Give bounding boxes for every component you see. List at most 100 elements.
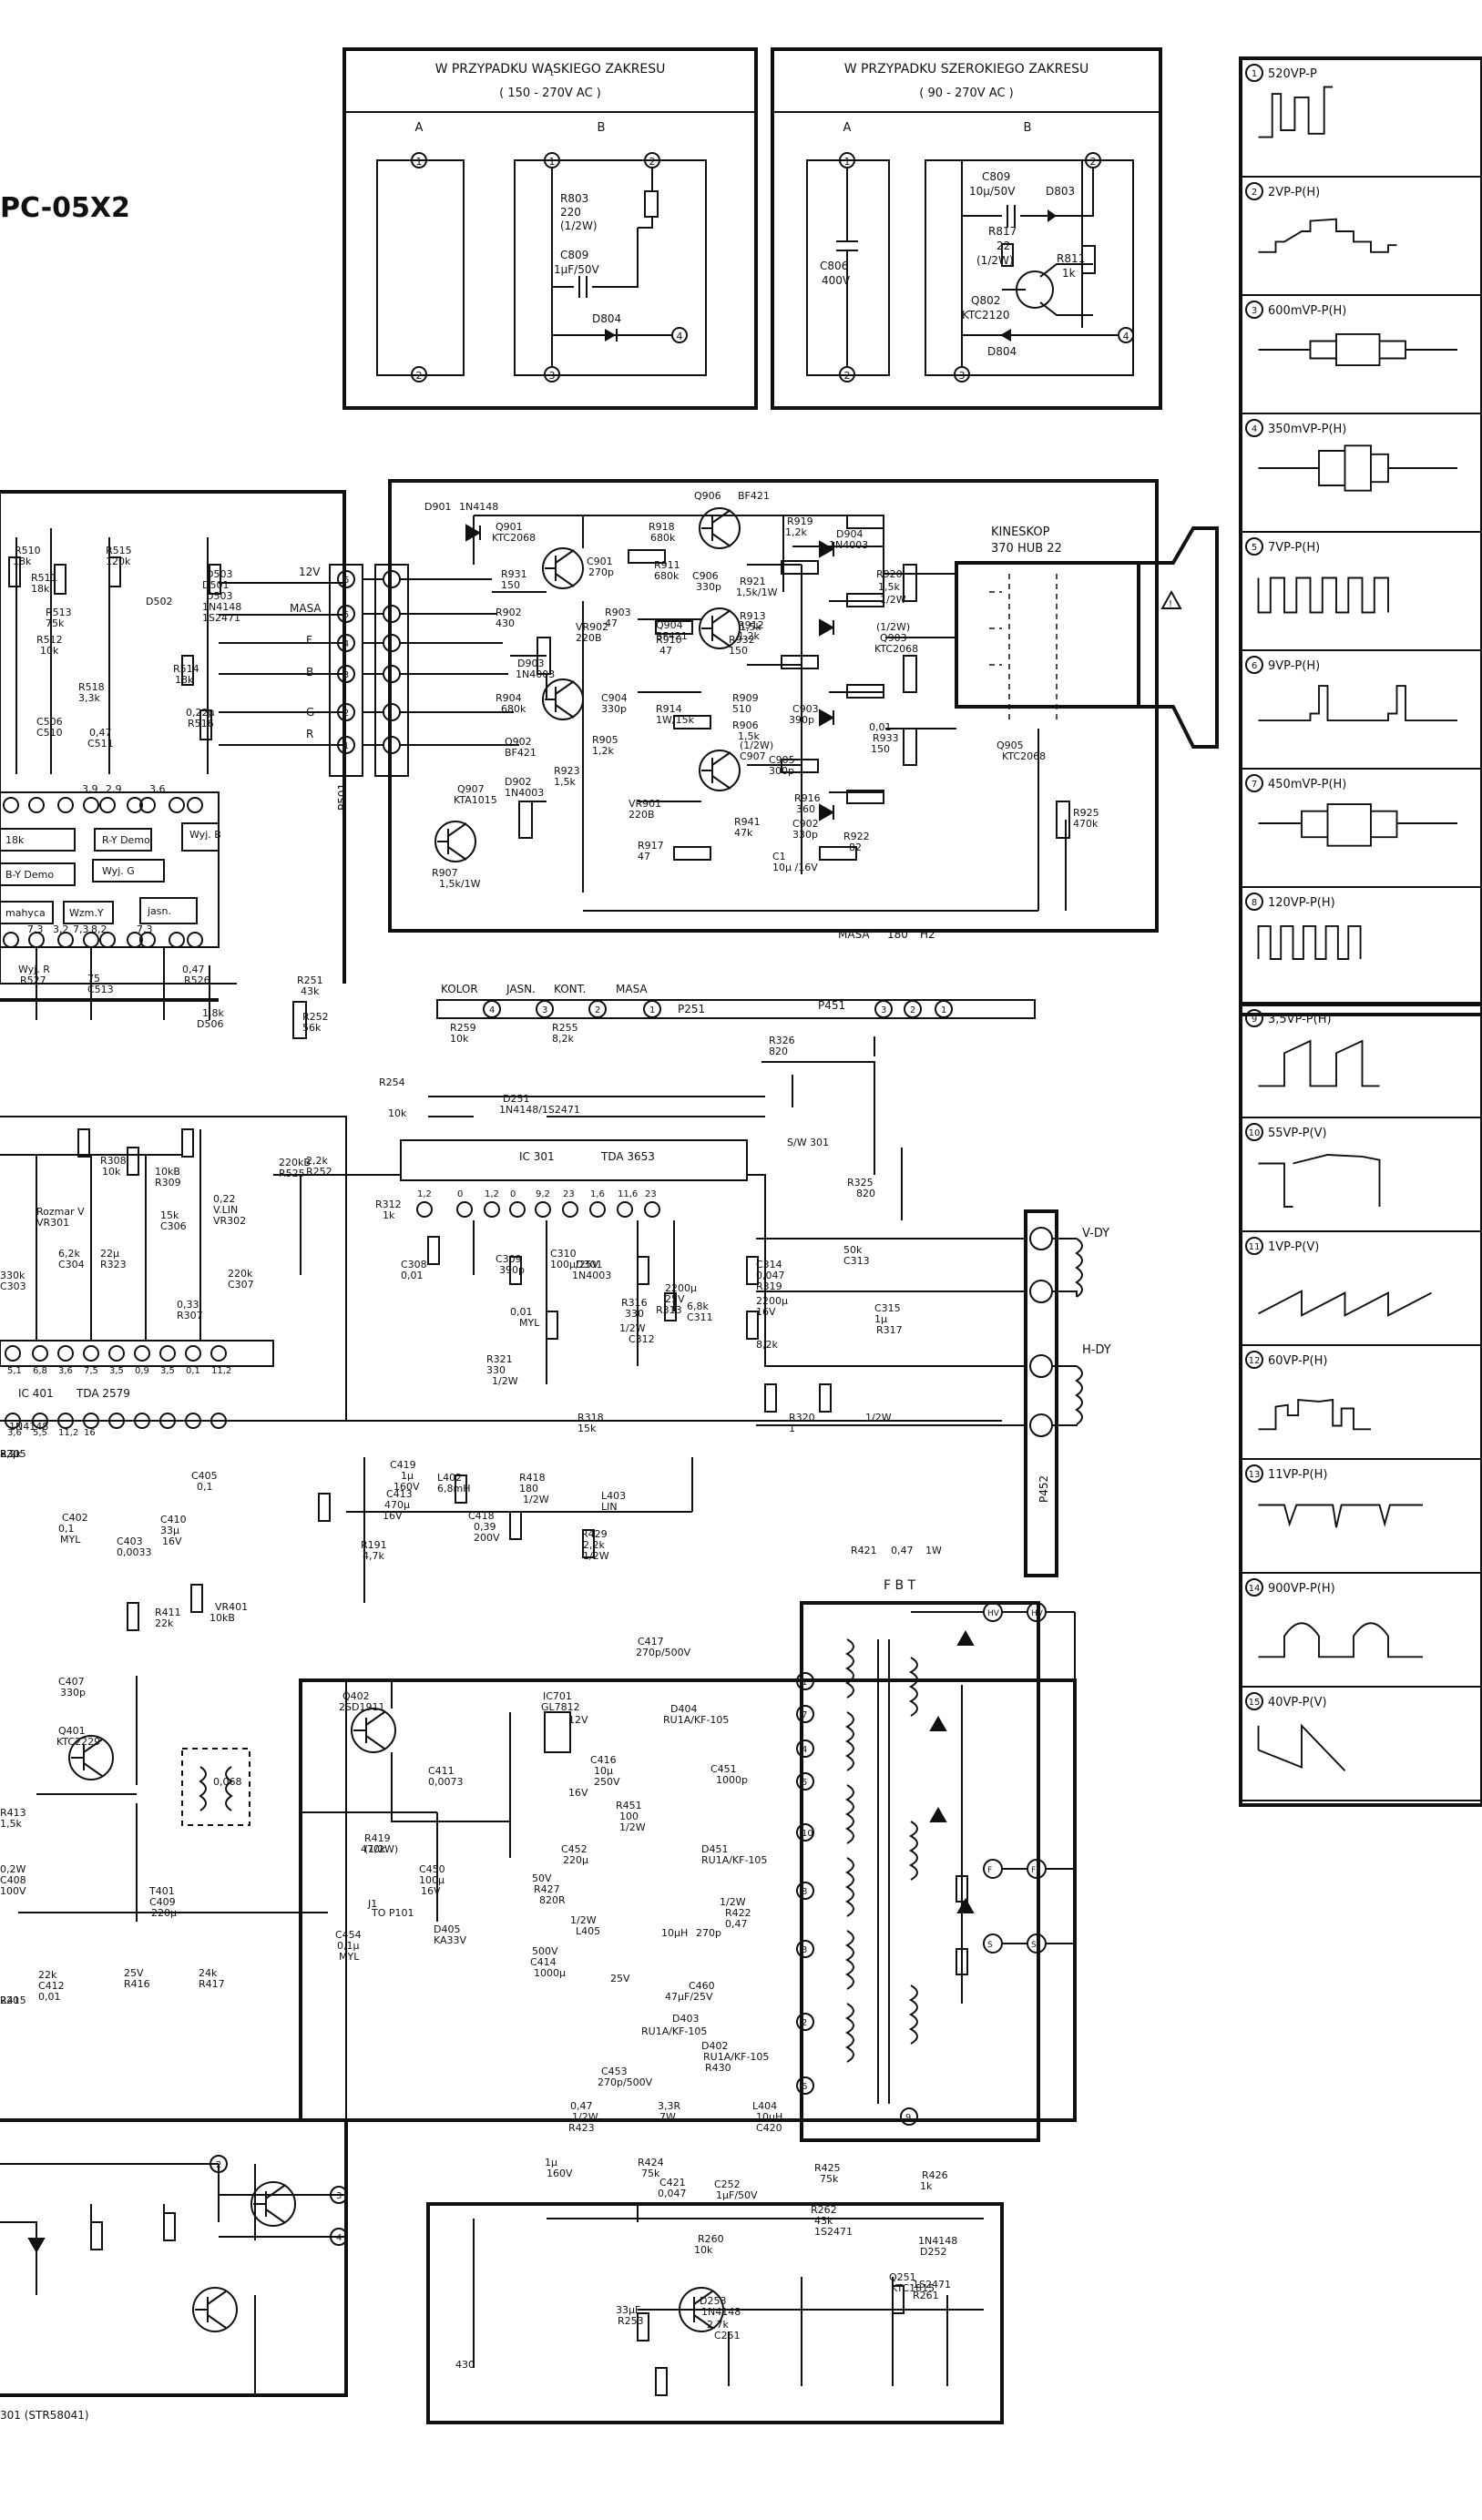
ic401-label: IC 401 [18, 1387, 54, 1400]
component-label: 1S2471 [913, 2279, 951, 2290]
component-label: MYL [339, 1951, 360, 1963]
diode-symbol [819, 618, 835, 637]
component-label: 0,01 [510, 1306, 533, 1318]
diode-symbol [465, 524, 482, 542]
component-label: R251 [297, 974, 323, 986]
component-label: 1N4003 [516, 668, 555, 680]
ic-pin [57, 797, 74, 813]
component-label: 18k [13, 556, 32, 567]
component-label: 1μ [545, 2157, 557, 2168]
component-label: 680k [501, 703, 526, 715]
waveform-number-badge [1245, 1692, 1263, 1710]
component-label: C904 [601, 692, 628, 704]
component-label: R514 [173, 663, 199, 675]
fbt-pin-number: 6 [802, 2082, 807, 2092]
masa-value: 180 [887, 928, 908, 941]
wide-range-voltage: ( 90 - 270V AC ) [919, 87, 1014, 100]
resistor-symbol [190, 1584, 203, 1613]
fbt-pin [983, 1933, 1003, 1954]
component-label: VR302 [213, 1215, 246, 1227]
component-label: 820R [539, 1894, 566, 1906]
component-label: KTA1015 [454, 794, 497, 806]
transistor-symbol [699, 750, 741, 791]
component-label: 16V [756, 1306, 776, 1318]
fbt-pin-label: S [987, 1941, 993, 1950]
svg-text:1: 1 [416, 156, 423, 168]
pin-voltage: 3,6 [149, 783, 166, 795]
waveform-number: 12 [1249, 1356, 1261, 1366]
component-label: Wyj. G [102, 865, 135, 877]
waveform-trace [1258, 685, 1458, 722]
svg-text:KTC2120: KTC2120 [962, 309, 1009, 321]
component-label: R916 [794, 792, 821, 804]
component-label: 1N4148 [701, 2306, 741, 2318]
component-label: C901 [587, 556, 613, 567]
component-label: 10μH [661, 1927, 688, 1939]
component-label: 22k [155, 1617, 174, 1629]
ic-pin [28, 932, 45, 948]
ic-pin [185, 1413, 201, 1429]
component-label: 0,22 [213, 1193, 236, 1205]
component-label: R418 [519, 1472, 546, 1484]
component-label: R920 [876, 568, 903, 580]
transformer-winding [908, 1984, 918, 2045]
fbt-pin [796, 1940, 814, 1958]
pin-b: B [306, 666, 313, 678]
component-label: C506 [36, 716, 63, 728]
waveform-label: 9VP-P(H) [1268, 659, 1320, 673]
waveform-trace [1257, 1723, 1346, 1771]
component-label: C403 [117, 1535, 143, 1547]
component-label: R904 [496, 692, 522, 704]
component-label: Q905 [997, 740, 1024, 751]
component-label: 47 [605, 617, 618, 629]
waveform-trace [1257, 924, 1362, 960]
component-label: 1S2471 [814, 2226, 853, 2238]
component-label: 25V [665, 1293, 685, 1305]
component-label: 390p [499, 1264, 525, 1276]
component-label: 180 [519, 1483, 538, 1495]
component-label: 18k [175, 674, 194, 686]
component-label: 8,2k [756, 1339, 778, 1351]
component-label: R417 [199, 1978, 225, 1990]
component-label: 16V [568, 1787, 588, 1799]
waveform-label: 900VP-P(H) [1268, 1582, 1335, 1596]
ic-pin [83, 1413, 99, 1429]
pin-voltage: 7,5 [84, 1366, 98, 1376]
resistor-symbol [903, 655, 917, 693]
component-label: R259 [450, 1022, 476, 1034]
component-label: 1μF/50V [716, 2189, 758, 2201]
component-label: C307 [228, 1279, 254, 1291]
component-label: L405 [576, 1925, 600, 1937]
component-label: 75k [641, 2168, 660, 2179]
component-label: 0,0033 [117, 1546, 152, 1558]
pin-voltage: 3,2 [53, 923, 69, 935]
component-label: R422 [725, 1907, 751, 1919]
ic-pin [83, 932, 99, 948]
component-label: R307 [177, 1310, 203, 1321]
component-label: C451 [710, 1763, 737, 1775]
fbt-pin-number: 2 [802, 2018, 807, 2028]
component-label: 4,7k [363, 1550, 384, 1562]
component-label: C511 [87, 738, 114, 750]
component-label: 0,47 [891, 1545, 914, 1556]
transistor-symbol [351, 1708, 396, 1753]
svg-text:3: 3 [549, 370, 556, 382]
svg-text:!: ! [1169, 599, 1172, 609]
component-label: 100V [0, 1885, 26, 1897]
component-label: C411 [428, 1765, 455, 1777]
component-label: VR301 [36, 1217, 69, 1229]
transistor-symbol [434, 821, 476, 862]
component-label: C310 [550, 1248, 577, 1260]
resistor-symbol [637, 2312, 649, 2341]
resistor-symbol [664, 1292, 677, 1321]
component-label: 0,068 [213, 1776, 242, 1788]
component-label: 0,47 [570, 2100, 593, 2112]
waveform-trace [1258, 332, 1458, 367]
component-label: 0,47 [89, 727, 112, 739]
svg-text:D804: D804 [592, 312, 621, 325]
component-label: 0,01 [869, 721, 892, 733]
waveform-trace [1258, 1039, 1380, 1087]
component-label: D301 [576, 1259, 602, 1270]
ic-pin [589, 1201, 606, 1218]
